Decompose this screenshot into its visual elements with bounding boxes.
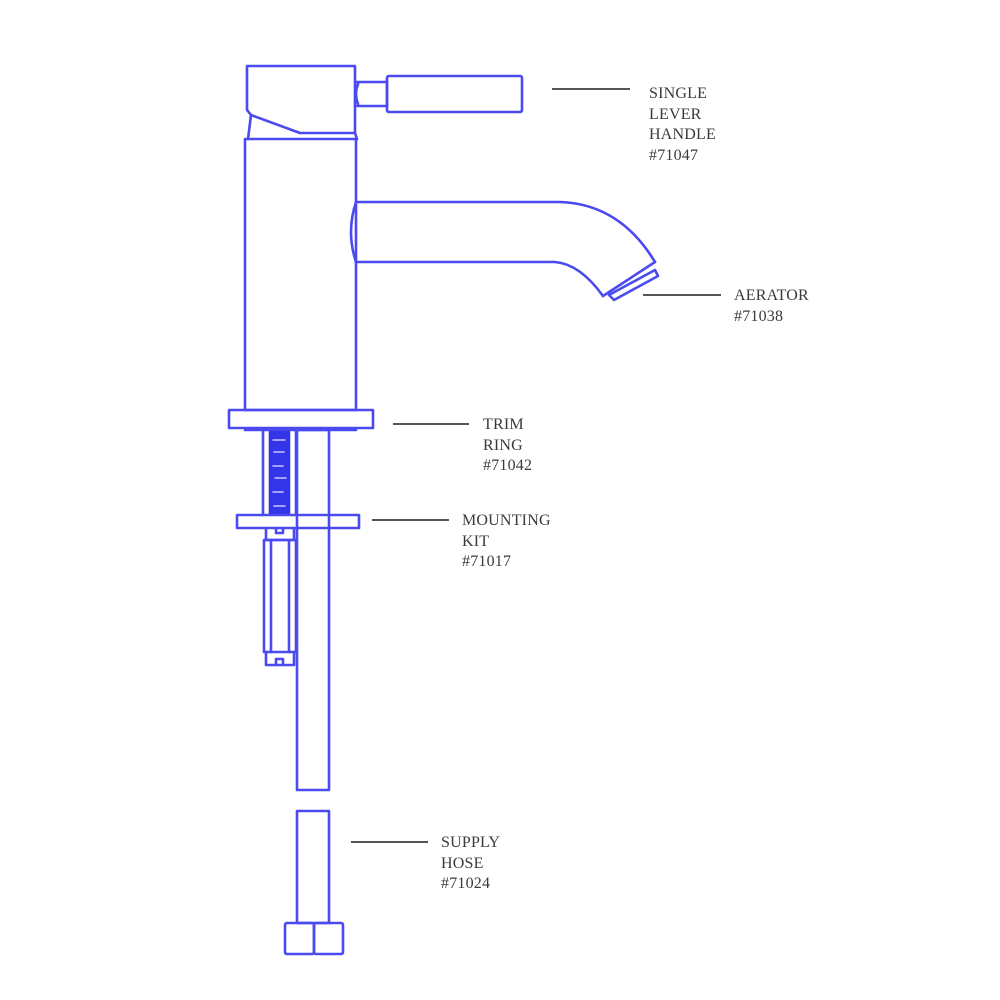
handle-label-line-3: HANDLE (649, 126, 716, 143)
trim-ring-label: TRIM RING #71042 (483, 415, 532, 477)
handle-leader-line (552, 88, 630, 90)
aerator-part-number: #71038 (734, 307, 784, 325)
handle-label-line-1: SINGLE (649, 85, 708, 102)
spout (349, 200, 657, 298)
handle-label: SINGLE LEVER HANDLE #71047 (649, 84, 716, 166)
aerator-label-line-1: AERATOR (734, 287, 809, 304)
mounting-kit-label-line-2: KIT (462, 532, 490, 550)
threaded-rod (261, 428, 298, 517)
mounting-kit-label: MOUNTING KIT #71017 (462, 511, 551, 573)
mounting-nut (262, 526, 298, 667)
thread-highlights (272, 439, 287, 507)
supply-hose-label-line-1: SUPPLY (441, 834, 501, 851)
trim-ring-label-line-2: RING (483, 436, 523, 454)
trim-ring-leader-line (393, 423, 469, 425)
mounting-plate (235, 513, 361, 530)
mounting-kit-label-line-1: MOUNTING (462, 512, 551, 529)
supply-hose-label: SUPPLY HOSE #71024 (441, 833, 500, 895)
mounting-kit-leader-line (372, 519, 449, 521)
faucet-body (243, 137, 358, 412)
aerator-leader-line (643, 294, 721, 296)
supply-hose-part-number: #71024 (441, 875, 491, 892)
handle-label-line-2: LEVER (649, 105, 702, 123)
handle-part-number: #71047 (649, 146, 699, 164)
trim-ring-part-number: #71042 (483, 457, 533, 474)
supply-hose-label-line-2: HOSE (441, 854, 484, 872)
supply-hose-leader-line (351, 841, 428, 843)
trim-ring-label-line-1: TRIM (483, 416, 524, 433)
inlet-pipe (295, 428, 331, 792)
aerator-label: AERATOR #71038 (734, 286, 809, 327)
trim-ring-part (227, 408, 375, 432)
aerator-part (607, 268, 660, 302)
handle-cap (245, 64, 524, 141)
mounting-kit-part-number: #71017 (462, 553, 512, 570)
supply-hose-part (283, 809, 345, 956)
